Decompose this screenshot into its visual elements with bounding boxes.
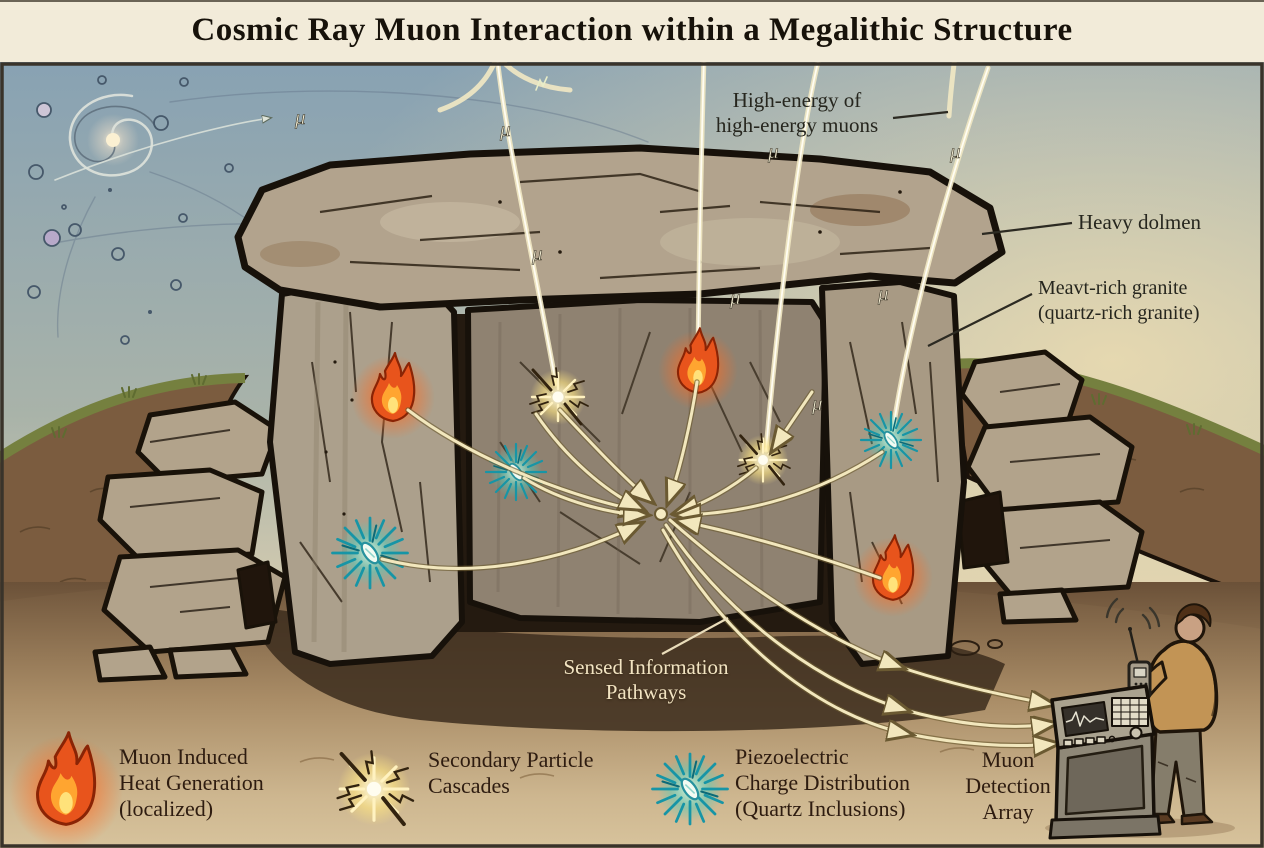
- illustration: μ μ μ μ μ μ μ μ: [0, 62, 1264, 848]
- legend-item-piezo: Piezoelectric Charge Distribution (Quart…: [735, 744, 910, 821]
- radio-waves-icon: [1105, 597, 1161, 630]
- piezo-burst-icon: [651, 752, 729, 826]
- piezo-burst-icon: [331, 516, 409, 590]
- title-band: Cosmic Ray Muon Interaction within a Meg…: [0, 0, 1264, 62]
- mu-symbol: μ: [499, 117, 511, 141]
- mu-symbol: μ: [294, 105, 306, 129]
- mu-symbol: μ: [767, 139, 779, 163]
- keypad: [1111, 697, 1149, 727]
- information-arrows: [379, 379, 1054, 746]
- convergence-node: [654, 507, 668, 521]
- leader-lines: [661, 110, 1073, 655]
- detector-console-icon: [1048, 684, 1162, 840]
- mu-symbol: μ: [877, 281, 889, 305]
- label-sensed-pathways: Sensed Information Pathways: [563, 655, 729, 705]
- mu-symbol: μ: [949, 139, 961, 163]
- boulder-stack-right: [956, 349, 1145, 625]
- muon-trails: [54, 62, 991, 453]
- legend-item-heat: Muon Induced Heat Generation (localized): [119, 744, 264, 821]
- label-granite: Meavt-rich granite (quartz-rich granite): [1038, 277, 1200, 324]
- legend-item-cascades: Secondary Particle Cascades: [428, 747, 594, 798]
- boulder-stack-left: [92, 399, 288, 683]
- capstone: [234, 144, 1006, 311]
- mu-symbol: μ: [531, 241, 543, 265]
- label-muon-source: High-energy of high-energy muons: [715, 88, 879, 138]
- stone-left: [267, 279, 465, 667]
- label-heavy-dolmen: Heavy dolmen: [1078, 210, 1202, 234]
- mu-symbols: μ μ μ μ μ μ μ μ: [294, 105, 961, 416]
- mu-symbol: μ: [811, 391, 823, 415]
- page-title: Cosmic Ray Muon Interaction within a Meg…: [191, 12, 1073, 48]
- art-frame: [0, 62, 1264, 848]
- mu-symbol: μ: [729, 285, 741, 309]
- legend-item-detector: Muon Detection Array: [965, 747, 1051, 824]
